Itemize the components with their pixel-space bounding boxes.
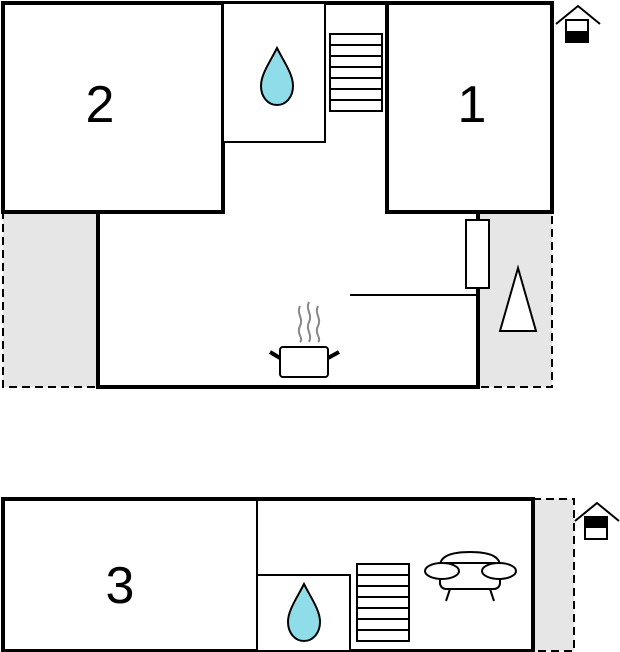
outdoor-area-lower: [532, 498, 575, 652]
cabinet: [465, 219, 490, 289]
cooking-pot-icon: [268, 301, 340, 378]
parasol-icon: [498, 264, 538, 332]
sofa-icon: [424, 550, 517, 602]
house-icon: [555, 4, 601, 43]
room-label-1: 1: [458, 76, 487, 134]
upper-floor: 2 1: [1, 1, 601, 389]
lower-floor: 3: [1, 497, 620, 652]
room-label-3: 3: [106, 557, 135, 615]
room-1: [385, 1, 554, 214]
water-drop-icon: [286, 581, 322, 643]
outdoor-area-left: [2, 211, 99, 388]
stairs-icon: [356, 563, 410, 642]
stairs-icon: [329, 33, 383, 112]
house-icon: [574, 501, 620, 540]
water-drop-icon: [259, 45, 295, 107]
room-2: [1, 1, 225, 214]
room-label-2: 2: [86, 76, 115, 134]
